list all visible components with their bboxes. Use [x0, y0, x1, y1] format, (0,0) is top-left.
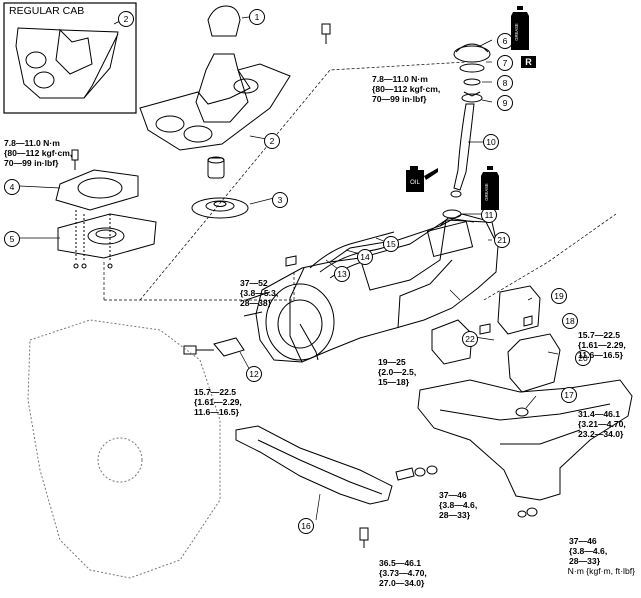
callout-21: 21	[494, 232, 510, 248]
torque-spec-19-25: 19—25{2.0—2.5,15—18}	[378, 357, 417, 387]
torque-unit-legend: N·m {kgf·m, ft·lbf}	[567, 566, 635, 576]
neutral-switch	[183, 337, 245, 357]
transmission-body	[243, 213, 499, 363]
grease-can-label: GREASE	[514, 23, 519, 41]
callout-15: 15	[383, 236, 399, 252]
callout-14: 14	[357, 249, 373, 265]
callout-2-inset: 2	[118, 11, 134, 27]
torque-spec-37-46-mid: 37—46{3.8—4.6,28—33}	[439, 490, 478, 520]
torque-spec-15-7-right: 15.7—22.5{1.61—2.29,11.6—16.5}	[578, 330, 626, 360]
callout-2: 2	[264, 133, 280, 149]
engine-outline	[27, 319, 221, 579]
callout-16: 16	[298, 518, 314, 534]
inset-title: REGULAR CAB	[9, 5, 85, 17]
exploded-transmission-diagram	[3, 2, 633, 579]
callout-8: 8	[497, 75, 513, 91]
plate-bolt	[71, 149, 79, 170]
grease-can-label-lower: GREASE	[484, 183, 489, 201]
regular-cab-inset-frame	[3, 2, 137, 114]
callout-18: 18	[562, 313, 578, 329]
torque-spec-15-7-left: 15.7—22.5{1.61—2.29,11.6—16.5}	[194, 387, 242, 417]
oil-can-label: OIL	[410, 180, 420, 186]
engine-mounts	[431, 285, 561, 417]
callout-9: 9	[497, 95, 513, 111]
callout-19: 19	[551, 288, 567, 304]
torque-spec-37-52: 37—52{3.8—5.3,28—38}	[240, 278, 279, 308]
inset-console-boot	[15, 27, 119, 99]
callout-10: 10	[483, 134, 499, 150]
callout-7: 7	[497, 55, 513, 71]
callout-13: 13	[334, 266, 350, 282]
callout-4: 4	[4, 179, 20, 195]
frame-crossmember	[417, 379, 633, 501]
callout-17: 17	[561, 387, 577, 403]
oil-can-icon: OIL	[406, 166, 438, 192]
replace-part-tag: R	[521, 56, 536, 68]
shift-knob	[207, 5, 241, 37]
grease-can-icon-lower: GREASE	[481, 166, 499, 210]
shift-boot-console	[139, 53, 291, 151]
torque-spec-37-46-right: 37—46{3.8—4.6,28—33}	[569, 536, 608, 566]
torque-spec-shifter-top: 7.8—11.0 N·m{80—112 kgf·cm,70—99 in·lbf}	[372, 74, 441, 104]
callout-5: 5	[4, 231, 20, 247]
callout-12: 12	[246, 366, 262, 382]
callout-3: 3	[272, 192, 288, 208]
plate-and-seal	[55, 169, 157, 269]
callout-1: 1	[249, 9, 265, 25]
shift-lever-stack	[321, 23, 491, 219]
torque-spec-shifter-left: 7.8—11.0 N·m{80—112 kgf·cm,70—99 in·lbf}	[4, 138, 73, 168]
rear-crossmember	[235, 425, 393, 505]
shift-retainer	[191, 156, 249, 219]
torque-spec-36-5: 36.5—46.1{3.73—4.70,27.0—34.0}	[379, 558, 427, 588]
callout-22: 22	[462, 331, 478, 347]
fasteners	[285, 255, 538, 548]
torque-spec-31-4: 31.4—46.1{3.21—4.70,23.2—34.0}	[578, 409, 626, 439]
callout-20: 20	[575, 350, 591, 366]
grease-can-icon: GREASE	[511, 6, 529, 50]
wiring-harness	[309, 231, 395, 279]
